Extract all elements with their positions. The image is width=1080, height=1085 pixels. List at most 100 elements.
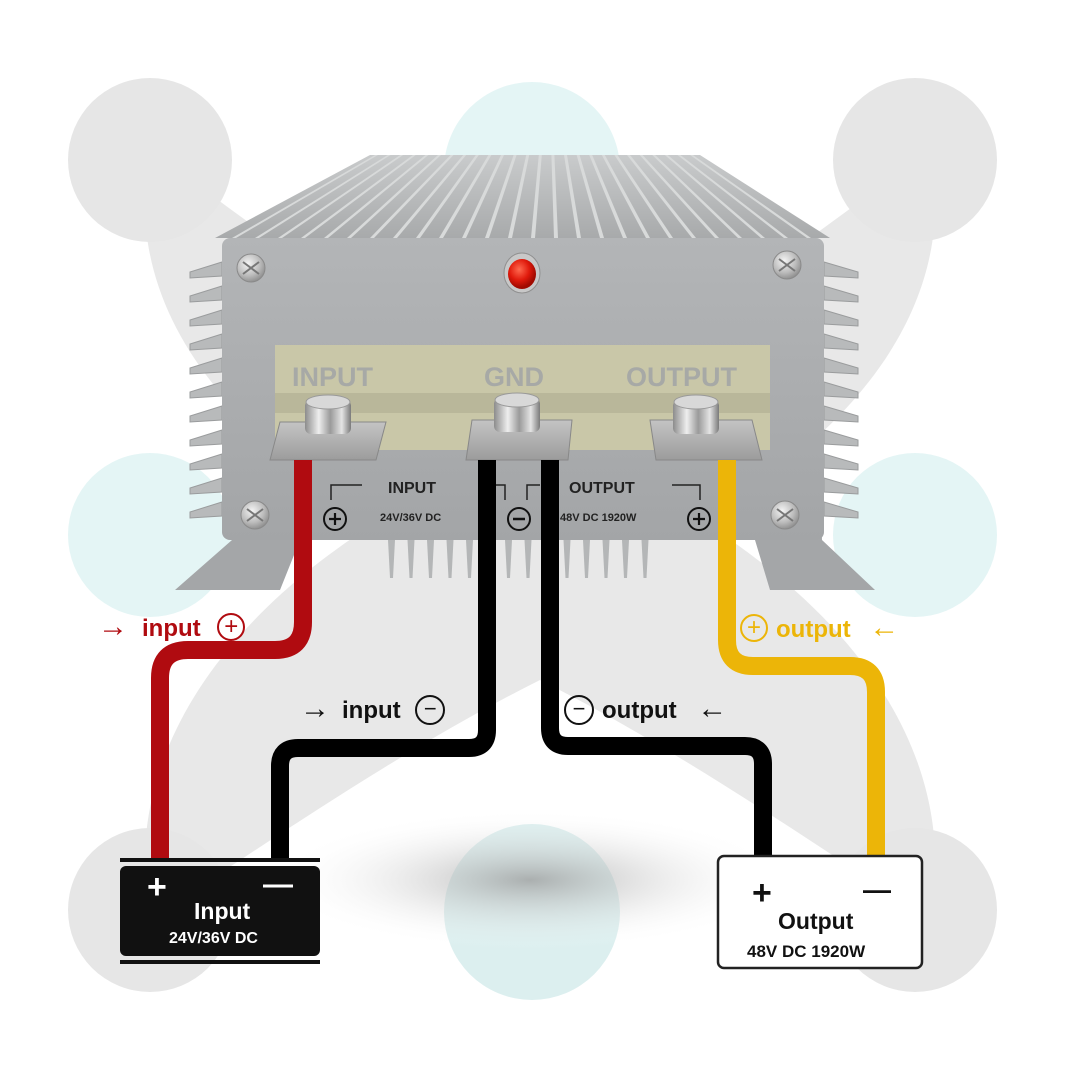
positive-symbol-icon: [323, 507, 347, 531]
positive-circle-icon: +: [217, 613, 246, 641]
input-battery-minus: —: [263, 868, 293, 901]
device-output-title: OUTPUT: [569, 480, 635, 497]
output-battery-minus: —: [863, 874, 891, 905]
ground-shadow: [270, 810, 790, 950]
blob-teal-right: [833, 453, 997, 617]
heatsink-fin: [388, 540, 395, 578]
terminal-input-positive: [269, 394, 387, 461]
arrow-left-icon: ←: [697, 692, 728, 725]
heatsink-fin: [614, 155, 673, 238]
heatsink-fin: [627, 155, 696, 238]
panel-screw: [240, 500, 270, 530]
heatsink-top-fins: [232, 155, 811, 238]
wire-output-negative: [541, 460, 772, 858]
blob-teal-left: [68, 453, 232, 617]
bracket-input-positive: [330, 484, 362, 500]
output-battery-plus: +: [752, 874, 772, 912]
heatsink-fin: [347, 155, 441, 238]
panel-label-input: INPUT: [292, 362, 373, 392]
heatsink-fin: [652, 155, 742, 238]
negative-circle-icon: −: [564, 695, 594, 725]
label-input-negative: → input −: [300, 692, 446, 726]
heatsink-fin: [677, 155, 788, 238]
panel-label-output: OUTPUT: [626, 362, 737, 392]
label-text: input: [342, 697, 401, 724]
heatsink-fin: [324, 155, 429, 238]
power-led: [508, 259, 536, 289]
heatsink-fin: [462, 155, 504, 238]
bracket-ground-right: [526, 484, 540, 500]
heatsink-fin: [639, 155, 719, 238]
heatsink-fin: [551, 155, 558, 238]
wire-output-positive: [718, 460, 885, 858]
arrow-left-icon: ←: [869, 611, 900, 644]
panel-screw: [772, 250, 802, 280]
panel-screw: [236, 253, 266, 283]
blob-top-left: [68, 78, 232, 242]
heatsink-fin: [278, 155, 404, 238]
heatsink-fin: [439, 155, 492, 238]
input-battery-title: Input: [194, 898, 251, 924]
label-output-negative: −output ←: [564, 692, 727, 726]
heatsink-fin: [576, 155, 604, 238]
heatsink-top: [215, 155, 830, 238]
wire-input-positive: [151, 460, 312, 862]
heatsink-fin: [466, 540, 473, 578]
positive-circle-icon: +: [740, 614, 768, 642]
heatsink-fin: [823, 453, 859, 471]
device-input-spec: 24V/36V DC: [380, 512, 442, 524]
heatsink-fin: [531, 155, 542, 238]
input-battery: [120, 858, 320, 964]
heatsink-fin: [589, 155, 627, 238]
heatsink-fin: [189, 405, 223, 423]
heatsink-fin: [622, 540, 629, 578]
heatsink-fin: [602, 540, 610, 578]
heatsink-fin: [301, 155, 416, 238]
heatsink-fin: [232, 155, 378, 238]
positive-symbol-icon: [687, 507, 711, 531]
output-battery-title: Output: [778, 908, 854, 934]
negative-symbol-icon: [507, 507, 531, 531]
heatsink-fin: [664, 155, 765, 238]
arrow-right-icon: →: [300, 692, 330, 725]
blob-top-right: [833, 78, 997, 242]
input-battery-spec: 24V/36V DC: [169, 930, 258, 947]
terminal-ground: [465, 392, 573, 461]
heatsink-fin: [189, 429, 223, 447]
heatsink-fin: [601, 155, 650, 238]
heatsink-fin: [641, 540, 649, 578]
negative-circle-icon: −: [415, 695, 446, 725]
panel-label-gnd: GND: [484, 362, 544, 392]
input-battery-plus: +: [147, 868, 167, 906]
heatsink-fin: [583, 540, 590, 578]
heatsink-fin: [189, 381, 223, 399]
device-output-spec: 48V DC 1920W: [560, 512, 637, 524]
heatsink-fin: [370, 155, 454, 238]
label-input-positive: →input +: [98, 610, 246, 644]
bracket-ground-left: [492, 484, 506, 500]
heatsink-fin: [508, 155, 530, 238]
heatsink-fin: [446, 540, 454, 578]
heatsink-fin: [427, 540, 434, 578]
heatsink-fin: [485, 155, 517, 238]
label-output-positive: +output ←: [740, 611, 899, 645]
heatsink-fin: [823, 429, 859, 447]
heatsink-fin: [407, 540, 415, 578]
heatsink-fin: [416, 155, 479, 238]
heatsink-fin: [255, 155, 391, 238]
wires: [151, 460, 885, 862]
heatsink-fin: [690, 155, 811, 238]
heatsink-fin: [564, 155, 581, 238]
heatsink-fin: [505, 540, 512, 578]
heatsink-fin: [393, 155, 467, 238]
bracket-output-positive: [672, 484, 701, 500]
output-battery: [716, 854, 924, 970]
heatsink-fin: [823, 477, 859, 495]
label-text: output: [602, 697, 677, 724]
wire-input-negative: [271, 460, 496, 862]
heatsink-fin: [189, 453, 223, 471]
dc-converter-device: [175, 155, 875, 590]
heatsink-fin: [563, 540, 571, 578]
